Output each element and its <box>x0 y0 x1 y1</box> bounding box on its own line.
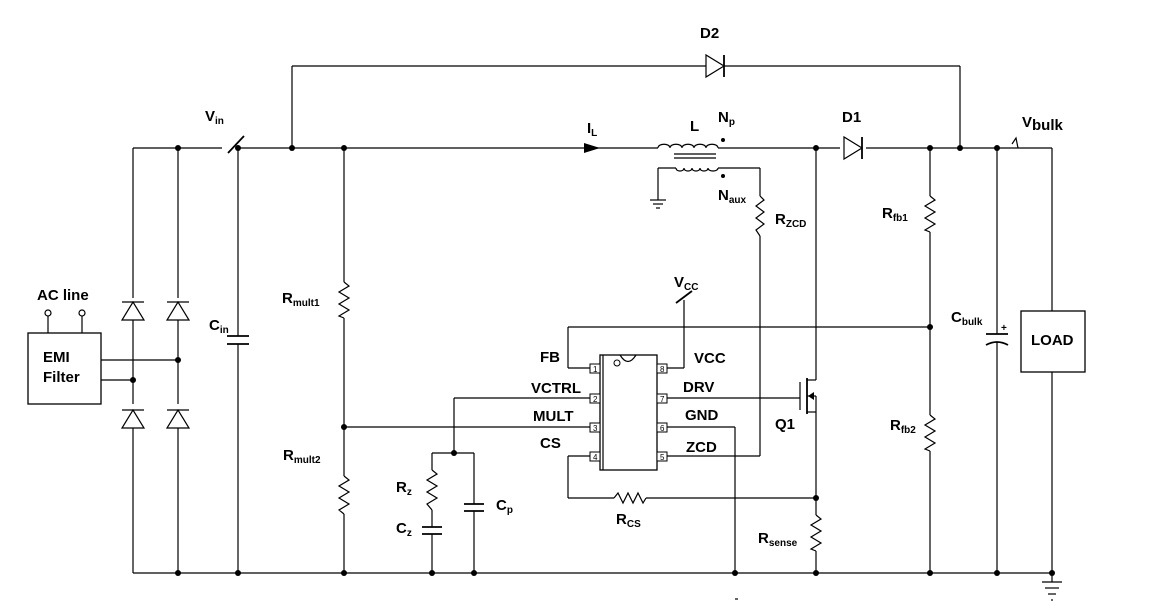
naux-label: Naux <box>718 187 747 206</box>
vbulk-probe-mark <box>1011 136 1019 149</box>
ac-line-label: AC line <box>37 287 89 304</box>
ac-line-terminals <box>44 309 86 317</box>
rsense-label: Rsense <box>758 530 798 549</box>
pin-5-number: 5 <box>660 453 665 462</box>
pin-gnd-label: GND <box>685 407 719 424</box>
rmult1-label: Rmult1 <box>282 290 320 309</box>
pin-7-number: 7 <box>660 395 665 404</box>
pin-vctrl-label: VCTRL <box>531 380 581 397</box>
vin-probe-mark <box>227 135 245 154</box>
pin-2-number: 2 <box>593 395 598 404</box>
boost-inductor <box>657 138 725 178</box>
pin-cs-label: CS <box>540 435 561 452</box>
cz-label: Cz <box>396 520 412 539</box>
pin-fb-label: FB <box>540 349 560 366</box>
pin-mult-label: MULT <box>533 408 574 425</box>
vin-label: Vin <box>205 108 224 127</box>
cp-label: Cp <box>496 497 513 516</box>
load-label: LOAD <box>1031 332 1074 349</box>
cp-capacitor <box>464 503 484 512</box>
q1-label: Q1 <box>775 416 795 433</box>
cbulk-label: Cbulk <box>951 309 983 328</box>
emi-filter-label-line2: Filter <box>43 369 80 386</box>
pin-drv-label: DRV <box>683 379 714 396</box>
d2-diode <box>705 53 726 79</box>
q1-mosfet <box>799 378 817 414</box>
vcc-supply-label: VCC <box>674 274 698 293</box>
rfb2-label: Rfb2 <box>890 417 916 436</box>
np-label: Np <box>718 109 735 128</box>
pin-8-number: 8 <box>660 365 665 374</box>
output-ground-icon <box>1042 581 1062 601</box>
cin-label: Cin <box>209 317 229 336</box>
cin-capacitor <box>227 335 249 345</box>
load-box <box>1020 310 1086 373</box>
pin-3-number: 3 <box>593 424 598 433</box>
current-arrow-icon <box>584 143 600 153</box>
rz-resistor <box>425 469 439 511</box>
rzcd-label: RZCD <box>775 211 806 230</box>
rcs-resistor <box>613 491 647 505</box>
pin-vcc-label: VCC <box>694 350 726 367</box>
rz-label: Rz <box>396 479 412 498</box>
vcc-supply-mark <box>675 290 693 304</box>
bridge-rectifier <box>120 300 191 429</box>
rfb1-label: Rfb1 <box>882 205 908 224</box>
cbulk-capacitor <box>985 333 1009 346</box>
il-label: IL <box>587 120 597 139</box>
rmult2-resistor <box>337 475 351 515</box>
vbulk-label: Vbulk <box>1022 114 1064 134</box>
pfc-controller-ic <box>589 354 668 471</box>
pin-4-number: 4 <box>593 453 598 462</box>
d2-label: D2 <box>700 25 719 42</box>
wires <box>47 65 1053 582</box>
rfb2-resistor <box>923 414 937 452</box>
rmult2-label: Rmult2 <box>283 447 321 466</box>
cbulk-plus-mark: + <box>1001 323 1007 334</box>
d1-label: D1 <box>842 109 861 126</box>
rcs-label: RCS <box>616 511 641 530</box>
rmult1-resistor <box>337 281 351 319</box>
emi-filter-label-line1: EMI <box>43 349 70 366</box>
pin-zcd-label: ZCD <box>686 439 717 456</box>
d1-diode <box>843 135 864 161</box>
inductor-label: L <box>690 118 699 135</box>
rsense-resistor <box>809 514 823 552</box>
junction-dots <box>130 145 1055 576</box>
emi-filter-box <box>27 332 102 405</box>
rzcd-resistor <box>755 195 765 237</box>
pin-6-number: 6 <box>660 424 665 433</box>
aux-ground-icon <box>650 199 666 209</box>
rfb1-resistor <box>923 195 937 233</box>
pin-1-number: 1 <box>593 365 598 374</box>
cz-capacitor <box>422 526 442 535</box>
